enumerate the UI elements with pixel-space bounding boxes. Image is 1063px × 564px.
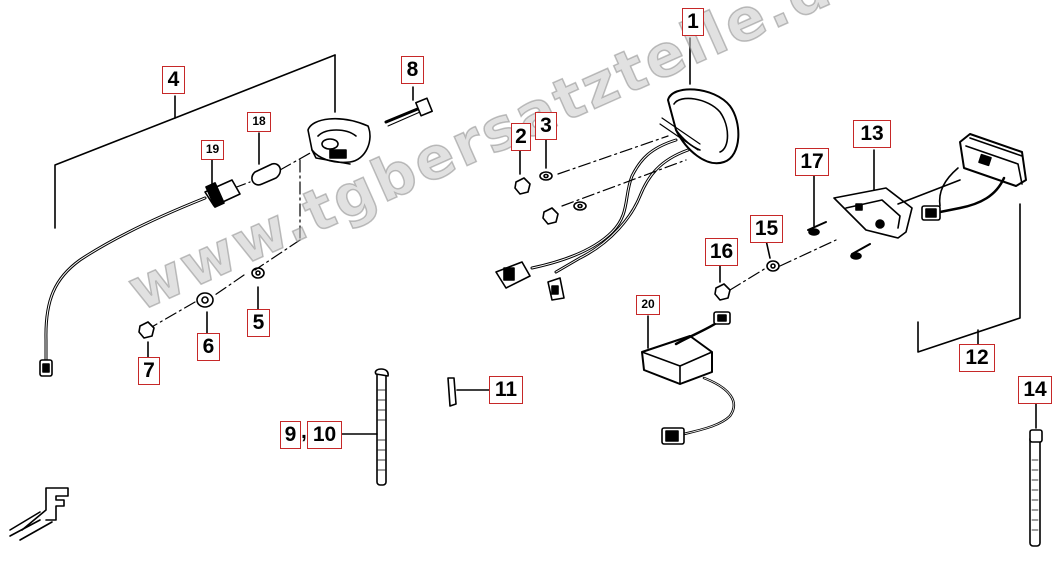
callout-15: 15 <box>750 215 783 243</box>
plate-lamp-housing <box>307 117 371 165</box>
cable-tie-9-10 <box>341 368 389 486</box>
relay-20 <box>641 311 736 445</box>
callout-20: 20 <box>636 295 660 315</box>
callout-5: 5 <box>247 309 270 337</box>
callout-6: 6 <box>197 333 220 361</box>
screw-17 <box>807 175 871 260</box>
callout-12: 12 <box>959 344 995 372</box>
callout-8: 8 <box>401 56 424 84</box>
washer-5 <box>251 267 265 311</box>
callout-2: 2 <box>511 123 531 151</box>
lamp-12 <box>897 133 1027 353</box>
callout-16: 16 <box>705 238 738 266</box>
callout-19: 19 <box>201 140 224 160</box>
cable-tie-14 <box>1029 399 1043 547</box>
socket-19 <box>39 159 241 377</box>
tail-light-1 <box>495 37 740 301</box>
frame-bracket <box>9 487 69 541</box>
bulb-18 <box>251 132 282 186</box>
callout-14: 14 <box>1018 376 1052 404</box>
clip-11 <box>447 377 490 407</box>
nut-16 <box>714 265 731 301</box>
callout-9: 9 <box>280 421 301 449</box>
assembly-lines-center <box>557 135 837 291</box>
bracket-13 <box>833 149 913 239</box>
callout-10: 10 <box>307 421 342 449</box>
callout-17: 17 <box>795 148 829 176</box>
callout-comma: , <box>301 420 307 443</box>
nut-7 <box>138 321 155 361</box>
washer-15 <box>765 239 780 272</box>
callout-7: 7 <box>138 357 160 385</box>
washer-3 <box>539 139 587 211</box>
callout-1: 1 <box>682 8 704 36</box>
assembly-lines-left <box>149 151 313 329</box>
nut-2 <box>514 149 559 225</box>
callout-3: 3 <box>535 112 557 140</box>
callout-4: 4 <box>162 66 185 94</box>
callout-18: 18 <box>247 112 271 132</box>
bracket-4 <box>54 54 336 229</box>
callout-11: 11 <box>489 376 523 404</box>
callout-13: 13 <box>853 120 891 148</box>
washer-6 <box>196 292 214 334</box>
bolt-8 <box>384 86 433 127</box>
